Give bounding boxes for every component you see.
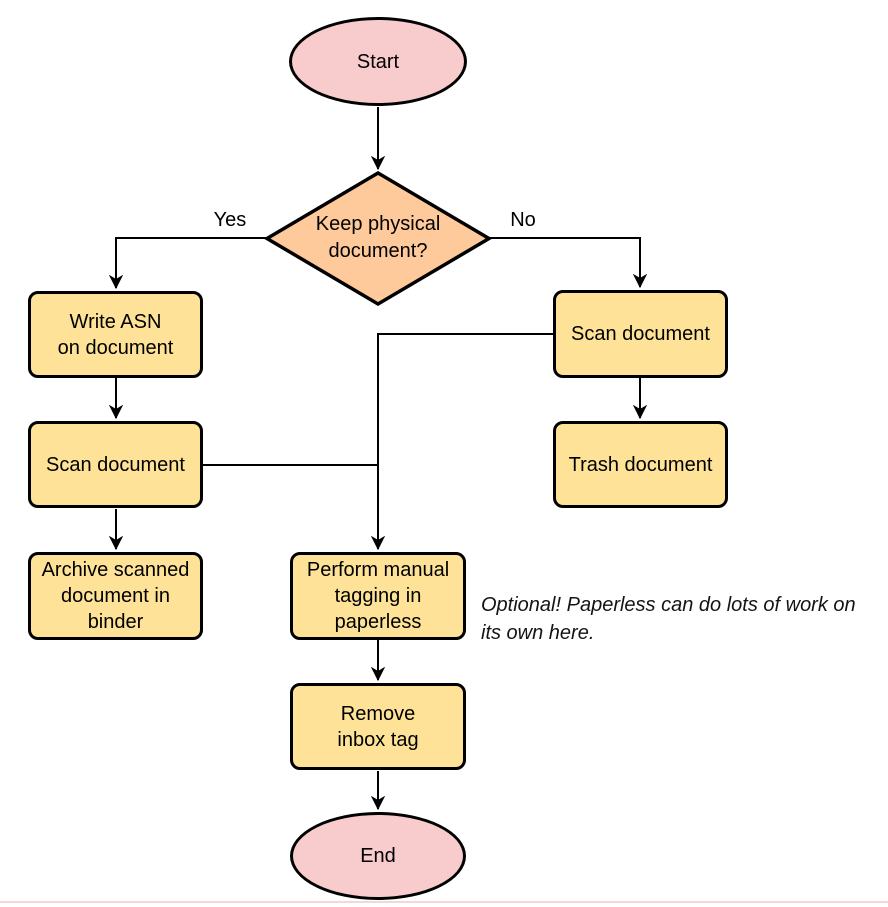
bottom-divider-line	[0, 901, 888, 903]
flow-node-decision-label: Keep physical document?	[315, 213, 441, 262]
flow-node-write-asn-label: Write ASN on document	[57, 310, 174, 359]
edge-decision-no-to-scan-right	[490, 237, 640, 287]
flow-node-trash-document: Trash document	[553, 421, 728, 508]
flow-node-start-label: Start	[356, 50, 400, 73]
decision-diamond-shape	[263, 170, 493, 307]
flow-node-archive-binder: Archive scanned document in binder	[28, 552, 203, 640]
flow-node-remove-inbox-tag: Remove inbox tag	[290, 683, 466, 770]
flow-node-scan-document-left-label: Scan document	[46, 453, 185, 476]
optional-annotation-text: Optional! Paperless can do lots of work …	[481, 594, 856, 644]
flow-node-write-asn: Write ASN on document	[28, 291, 203, 378]
flow-node-start: Start	[289, 17, 467, 106]
flow-node-archive-binder-label: Archive scanned document in binder	[41, 559, 190, 633]
edge-scan-right-to-tagging	[378, 333, 553, 549]
flow-node-scan-document-right: Scan document	[553, 290, 728, 378]
edge-label-no: No	[496, 209, 550, 232]
flow-node-scan-document-right-label: Scan document	[571, 323, 710, 345]
flow-node-manual-tagging: Perform manual tagging in paperless	[290, 552, 466, 640]
flow-node-scan-document-left: Scan document	[28, 421, 203, 508]
flow-node-remove-inbox-tag-label: Remove inbox tag	[337, 702, 419, 751]
flow-node-trash-document-label: Trash document	[568, 453, 713, 476]
flow-node-end-label: End	[360, 845, 396, 867]
edge-decision-yes-to-write-asn	[116, 237, 266, 288]
edge-label-yes: Yes	[200, 209, 260, 232]
flow-node-end: End	[290, 812, 466, 900]
flow-node-manual-tagging-label: Perform manual tagging in paperless	[306, 559, 450, 633]
